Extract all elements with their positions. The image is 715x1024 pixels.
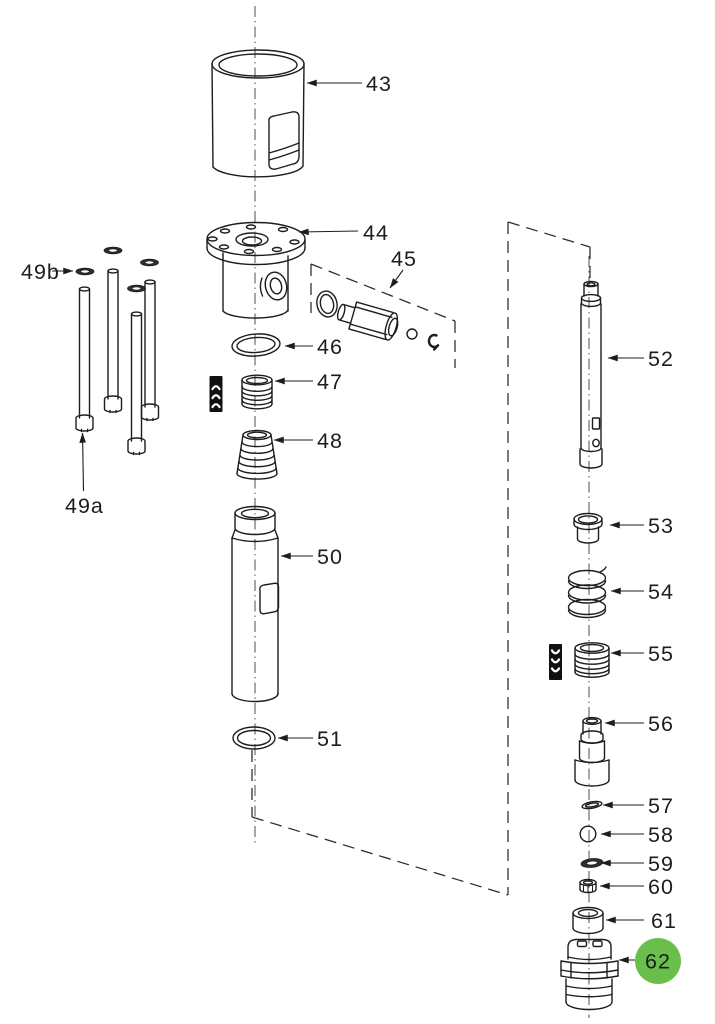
part-60-bushing-drawing: [579, 878, 597, 894]
part-56-piston-drawing: [574, 716, 610, 787]
part-55-spring-drawing: [574, 642, 610, 678]
callout-59-label: 59: [648, 852, 674, 876]
callout-54-label: 54: [648, 580, 674, 604]
callout-58-label: 58: [648, 823, 674, 847]
callout-56-label: 56: [648, 712, 674, 736]
washer-49b: [75, 246, 159, 293]
callout-52-label: 52: [648, 347, 674, 371]
part-46-oring-drawing: [231, 333, 281, 357]
callout-55-label: 55: [648, 642, 674, 666]
callout-48-label: 48: [317, 429, 343, 453]
part-48-conical-spring-drawing: [236, 429, 278, 480]
callout-43-label: 43: [366, 72, 392, 96]
callout-49b-label: 49b: [21, 260, 60, 284]
part-43-sleeve-drawing: [211, 49, 305, 178]
retaining-clip: [427, 333, 440, 351]
part-44-flange-drawing: [206, 221, 306, 319]
callout-62-label[interactable]: 62: [645, 950, 671, 974]
callout-60-label: 60: [648, 875, 674, 899]
callout-53-label: 53: [648, 514, 674, 538]
valve-ball: [406, 328, 418, 340]
highlight-circle[interactable]: [635, 938, 681, 984]
callout-47-label: 47: [317, 370, 343, 394]
callout-49a-label: 49a: [65, 494, 104, 518]
spring-chevrons-up-icon: [209, 376, 223, 412]
callout-50-label: 50: [317, 545, 343, 569]
callout-51-label: 51: [317, 727, 343, 751]
part-49-bolts-washers-drawing: [75, 246, 160, 456]
callout-57-label: 57: [648, 794, 674, 818]
callout-46-label: 46: [317, 335, 343, 359]
part-62-valve-housing-drawing: [560, 938, 619, 1011]
part-54-spring-drawing: [567, 566, 607, 619]
callout-45-label: 45: [391, 247, 417, 271]
center-lines: [254, 6, 590, 1018]
highlighted-callout-62[interactable]: 62: [635, 938, 681, 984]
spring-chevrons-down-icon: [549, 644, 562, 680]
part-50-cylinder-drawing: [231, 505, 280, 703]
callout-labels: 43 44 45 46 47 48 49b 49a 50 51 52 53 54…: [21, 72, 677, 933]
part-52-piston-rod-drawing: [579, 280, 603, 469]
callout-61-label: 61: [651, 909, 677, 933]
bolt-49a: [75, 268, 160, 456]
leader-lines: [52, 79, 644, 964]
part-47-spring-drawing: [241, 374, 273, 410]
callout-44-label: 44: [363, 221, 389, 245]
part-53-bushing-drawing: [573, 512, 603, 544]
part-61-sleeve-drawing: [572, 906, 604, 935]
part-59-seal-drawing: [580, 858, 604, 868]
part-51-oring-drawing: [232, 726, 276, 750]
part-45-valve-assembly-drawing: [316, 290, 440, 351]
projection-dashed-lines: [251, 221, 591, 896]
part-57-washer-drawing: [581, 800, 603, 810]
part-58-ball-drawing: [579, 825, 597, 843]
